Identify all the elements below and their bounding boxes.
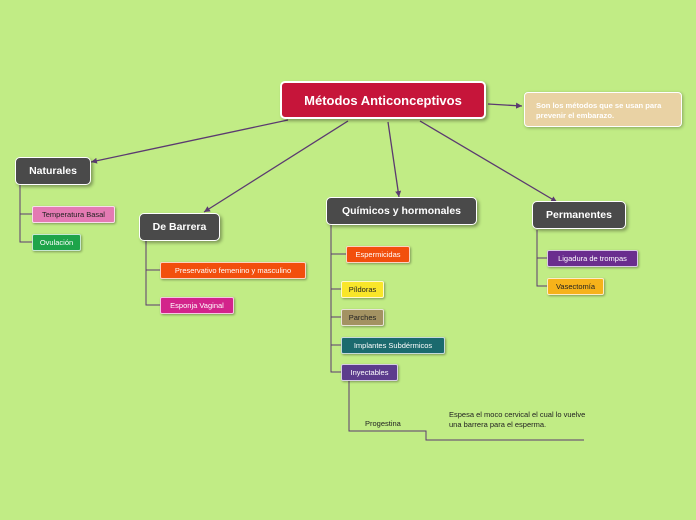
category-permanentes[interactable]: Permanentes <box>532 201 626 229</box>
link-root-barrera <box>203 120 349 213</box>
link-root-note <box>487 102 523 109</box>
leaf-inyectables[interactable]: Inyectables <box>341 364 398 381</box>
leaf-ligadura-trompas[interactable]: Ligadura de trompas <box>547 250 638 267</box>
category-quimicos-hormonales[interactable]: Químicos y hormonales <box>326 197 477 225</box>
leaf-implantes-subdermicos[interactable]: Implantes Subdérmicos <box>341 337 445 354</box>
link-root-naturales <box>90 119 289 164</box>
root-node[interactable]: Métodos Anticonceptivos <box>280 81 486 119</box>
leaf-espermicidas[interactable]: Espermicidas <box>346 246 410 263</box>
category-naturales[interactable]: Naturales <box>15 157 91 185</box>
category-de-barrera[interactable]: De Barrera <box>139 213 220 241</box>
link-root-quimicos <box>387 121 402 198</box>
leaf-ovulacion[interactable]: Ovulación <box>32 234 81 251</box>
leaf-temperatura-basal[interactable]: Temperatura Basal <box>32 206 115 223</box>
leaf-vasectomia[interactable]: Vasectomía <box>547 278 604 295</box>
sub-progestina[interactable]: Progestina <box>365 419 401 428</box>
progestina-description: Espesa el moco cervical el cual lo vuelv… <box>449 410 586 429</box>
leaf-parches[interactable]: Parches <box>341 309 384 326</box>
leaf-pildoras[interactable]: Píldoras <box>341 281 384 298</box>
leaf-esponja-vaginal[interactable]: Esponja Vaginal <box>160 297 234 314</box>
definition-note[interactable]: Son los métodos que se usan para preveni… <box>524 92 682 127</box>
link-root-permanentes <box>419 120 558 203</box>
leaf-preservativo[interactable]: Preservativo femenino y masculino <box>160 262 306 279</box>
